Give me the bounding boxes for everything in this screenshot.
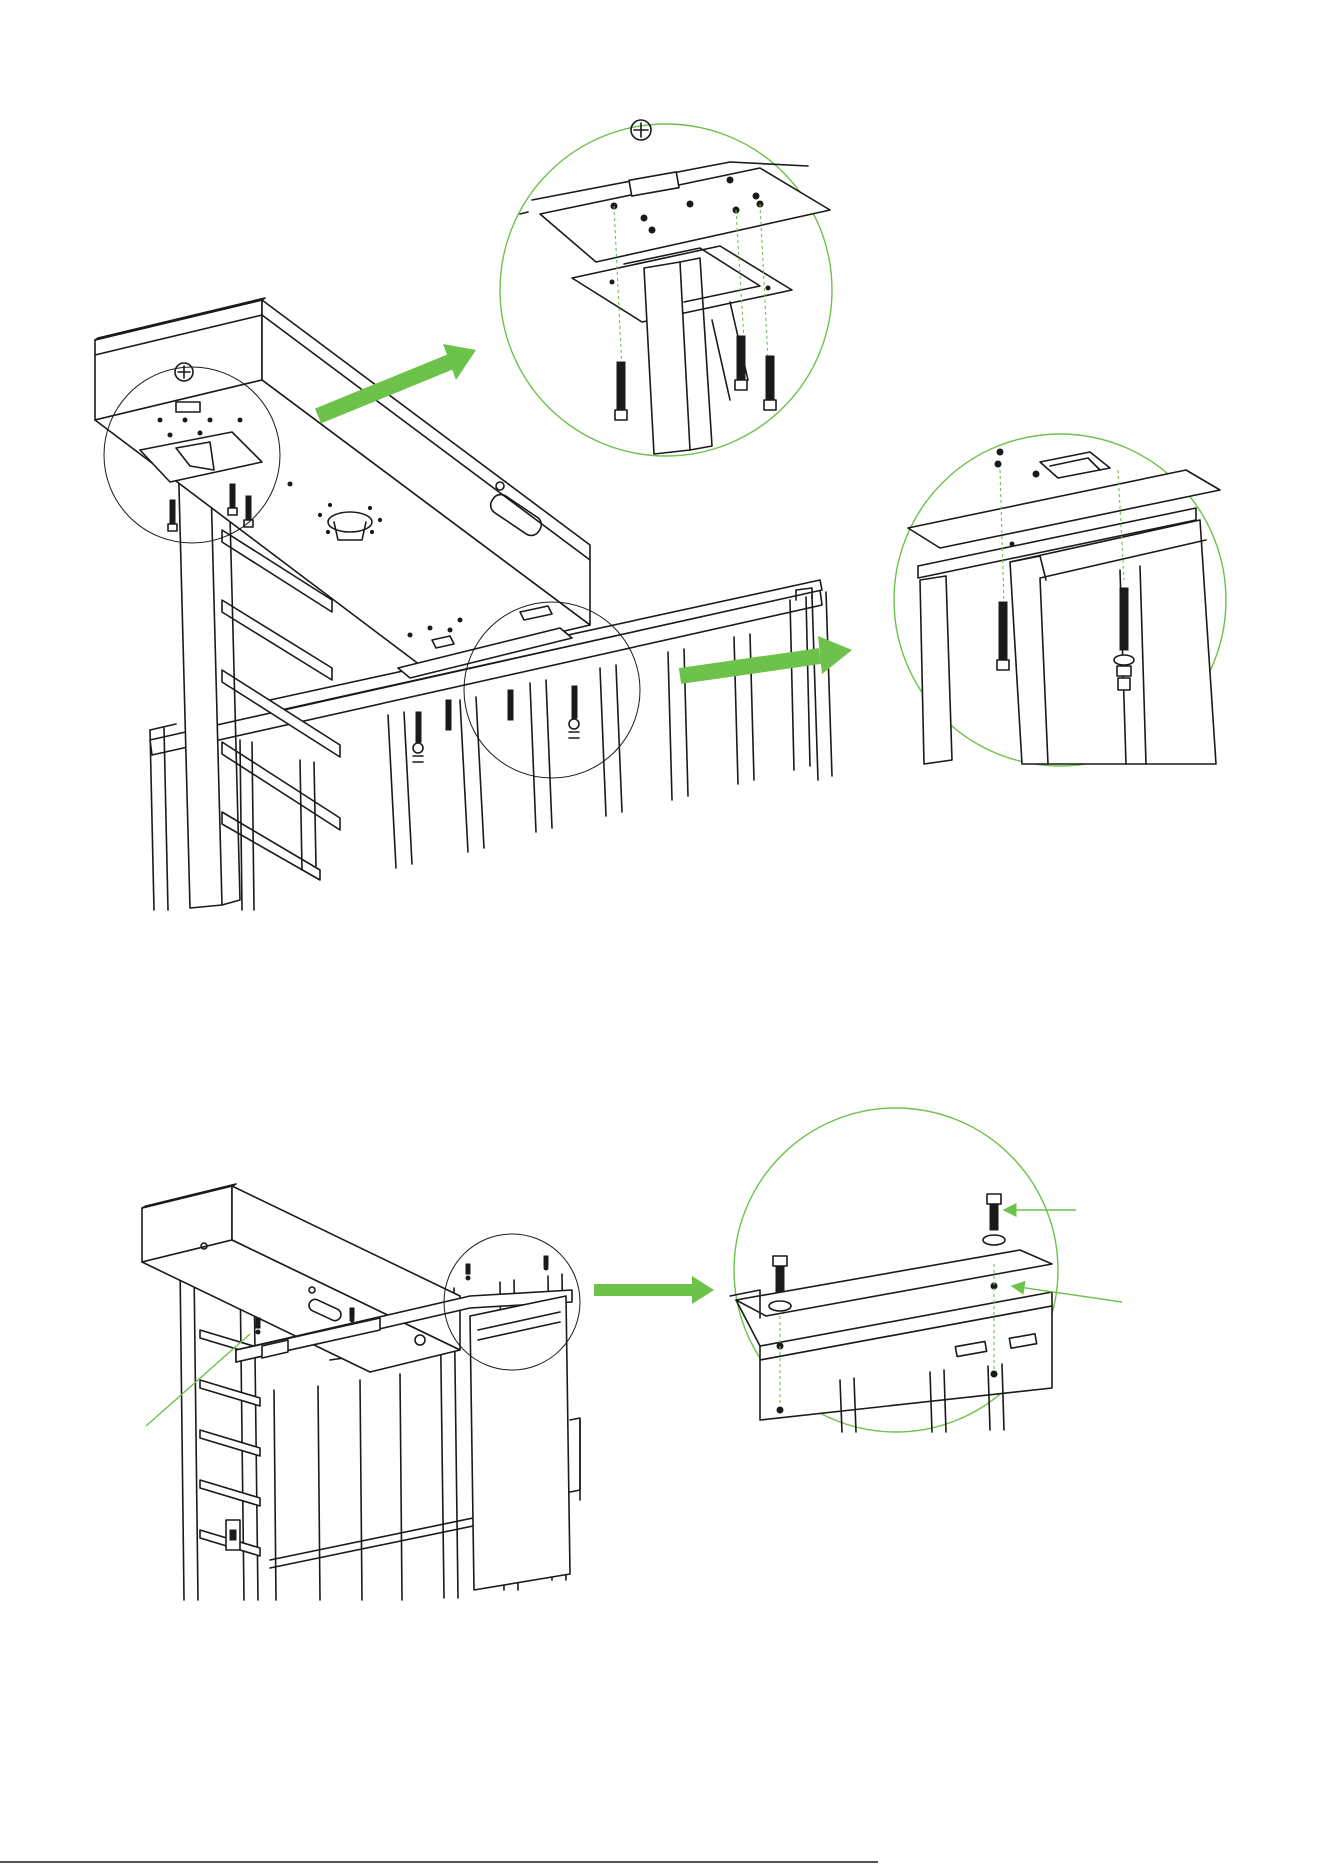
- bottom-assembly-figure: [142, 1108, 1122, 1600]
- ladder-rungs: [200, 1330, 260, 1556]
- top-assembly-figure: [95, 120, 1226, 910]
- screw: [987, 1194, 1001, 1230]
- bolt: [446, 700, 451, 730]
- plate-screw-detail: [730, 1108, 1122, 1432]
- green-arrow: [680, 636, 852, 676]
- washer: [983, 1235, 1005, 1245]
- bolt: [413, 712, 423, 762]
- bolt: [569, 686, 579, 738]
- washer: [769, 1301, 791, 1311]
- bolt: [508, 690, 513, 720]
- screw: [773, 1256, 787, 1292]
- top-cover-box: [95, 298, 590, 678]
- detail-content: [730, 1194, 1052, 1432]
- bolt: [168, 500, 177, 531]
- post-bracket-detail: [500, 120, 832, 456]
- detail-content: [520, 120, 830, 454]
- panel-bolt-detail: [894, 434, 1226, 766]
- callout-line: [146, 1334, 250, 1426]
- detail-content: [908, 449, 1220, 764]
- green-arrow: [594, 1276, 714, 1304]
